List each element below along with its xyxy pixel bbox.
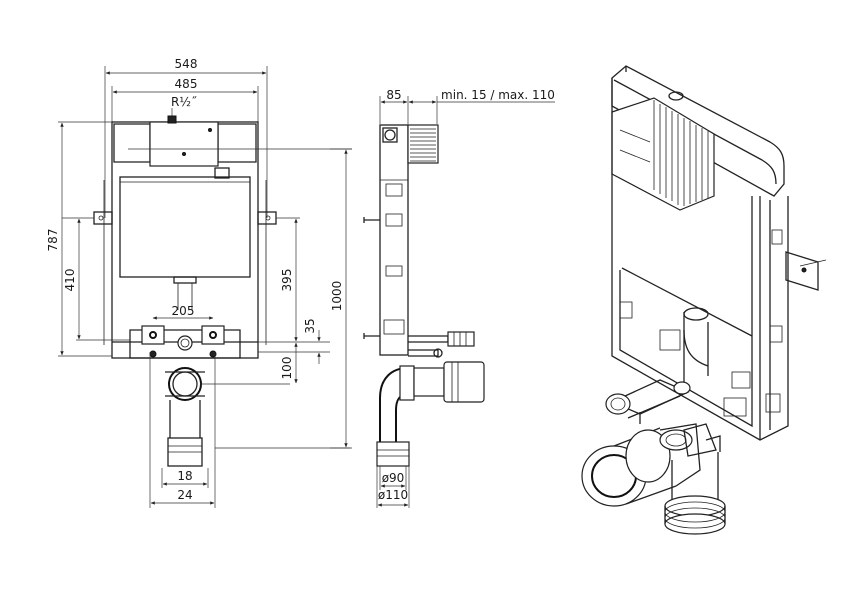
side-frame [379, 124, 409, 356]
thread-label: R½˝ [171, 95, 197, 109]
dim-85-label: 85 [386, 88, 401, 102]
dim-205-label: 205 [172, 304, 195, 318]
grille-lines [410, 128, 436, 162]
dim-548-label: 548 [175, 57, 198, 71]
dim-410-label: 410 [63, 269, 77, 292]
dim-787-label: 787 [46, 229, 60, 252]
dim-35-label: 35 [303, 318, 317, 333]
dim-100-label: 100 [280, 357, 294, 380]
dim-24-label: 24 [177, 488, 192, 502]
dim-1000-label: 1000 [330, 281, 344, 312]
dim-depth-label: min. 15 / max. 110 [441, 88, 555, 102]
dim-d90-label: ø90 [382, 471, 405, 485]
dim-485-label: 485 [175, 77, 198, 91]
cistern [119, 176, 251, 278]
front-view: 548 485 R½˝ [46, 57, 352, 508]
isometric-view [581, 65, 827, 535]
side-view: 85 min. 15 / max. 110 [330, 88, 555, 508]
dim-d110-label: ø110 [378, 488, 408, 502]
dim-395-label: 395 [280, 269, 294, 292]
dim-18-label: 18 [177, 469, 192, 483]
iso-grille [653, 100, 709, 206]
